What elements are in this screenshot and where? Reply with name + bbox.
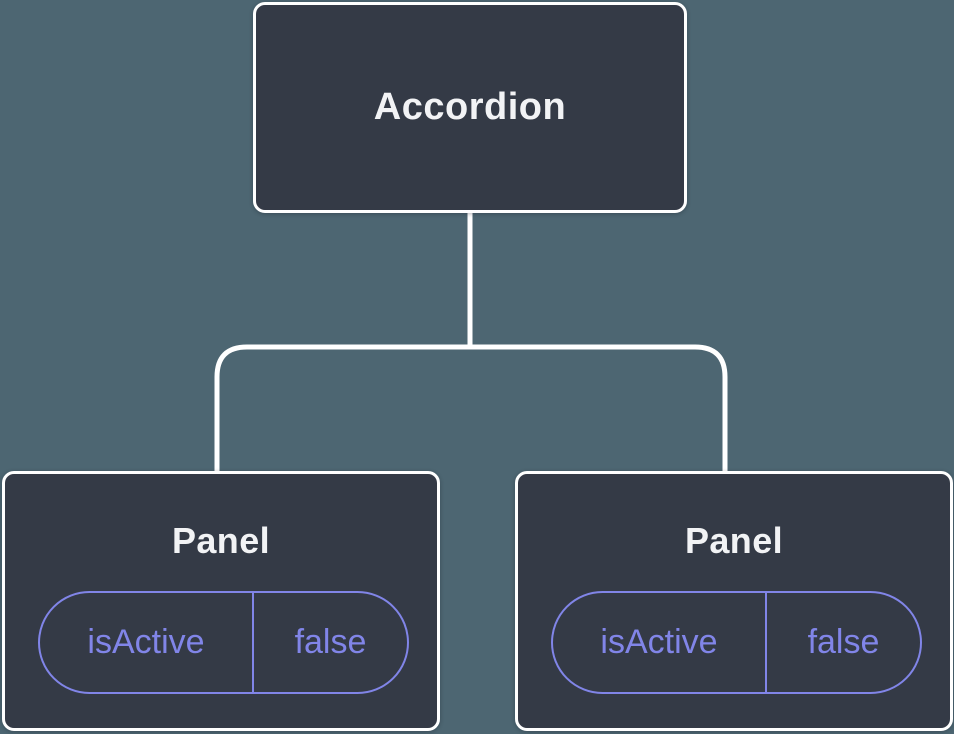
connector-branch bbox=[214, 344, 728, 473]
panel-node-right: Panel isActive false bbox=[515, 471, 953, 731]
state-value-cell: false bbox=[807, 623, 880, 661]
state-pill: isActive false bbox=[38, 591, 409, 694]
state-key-cell: isActive bbox=[553, 593, 767, 692]
panel-node-label: Panel bbox=[684, 520, 784, 561]
panel-node-left: Panel isActive false bbox=[2, 471, 440, 731]
state-value-cell: false bbox=[294, 623, 367, 661]
state-pill: isActive false bbox=[551, 591, 922, 694]
panel-node-label: Panel bbox=[171, 520, 271, 561]
accordion-node: Accordion bbox=[253, 2, 687, 213]
state-key-cell: isActive bbox=[40, 593, 254, 692]
accordion-node-label: Accordion bbox=[373, 86, 567, 128]
